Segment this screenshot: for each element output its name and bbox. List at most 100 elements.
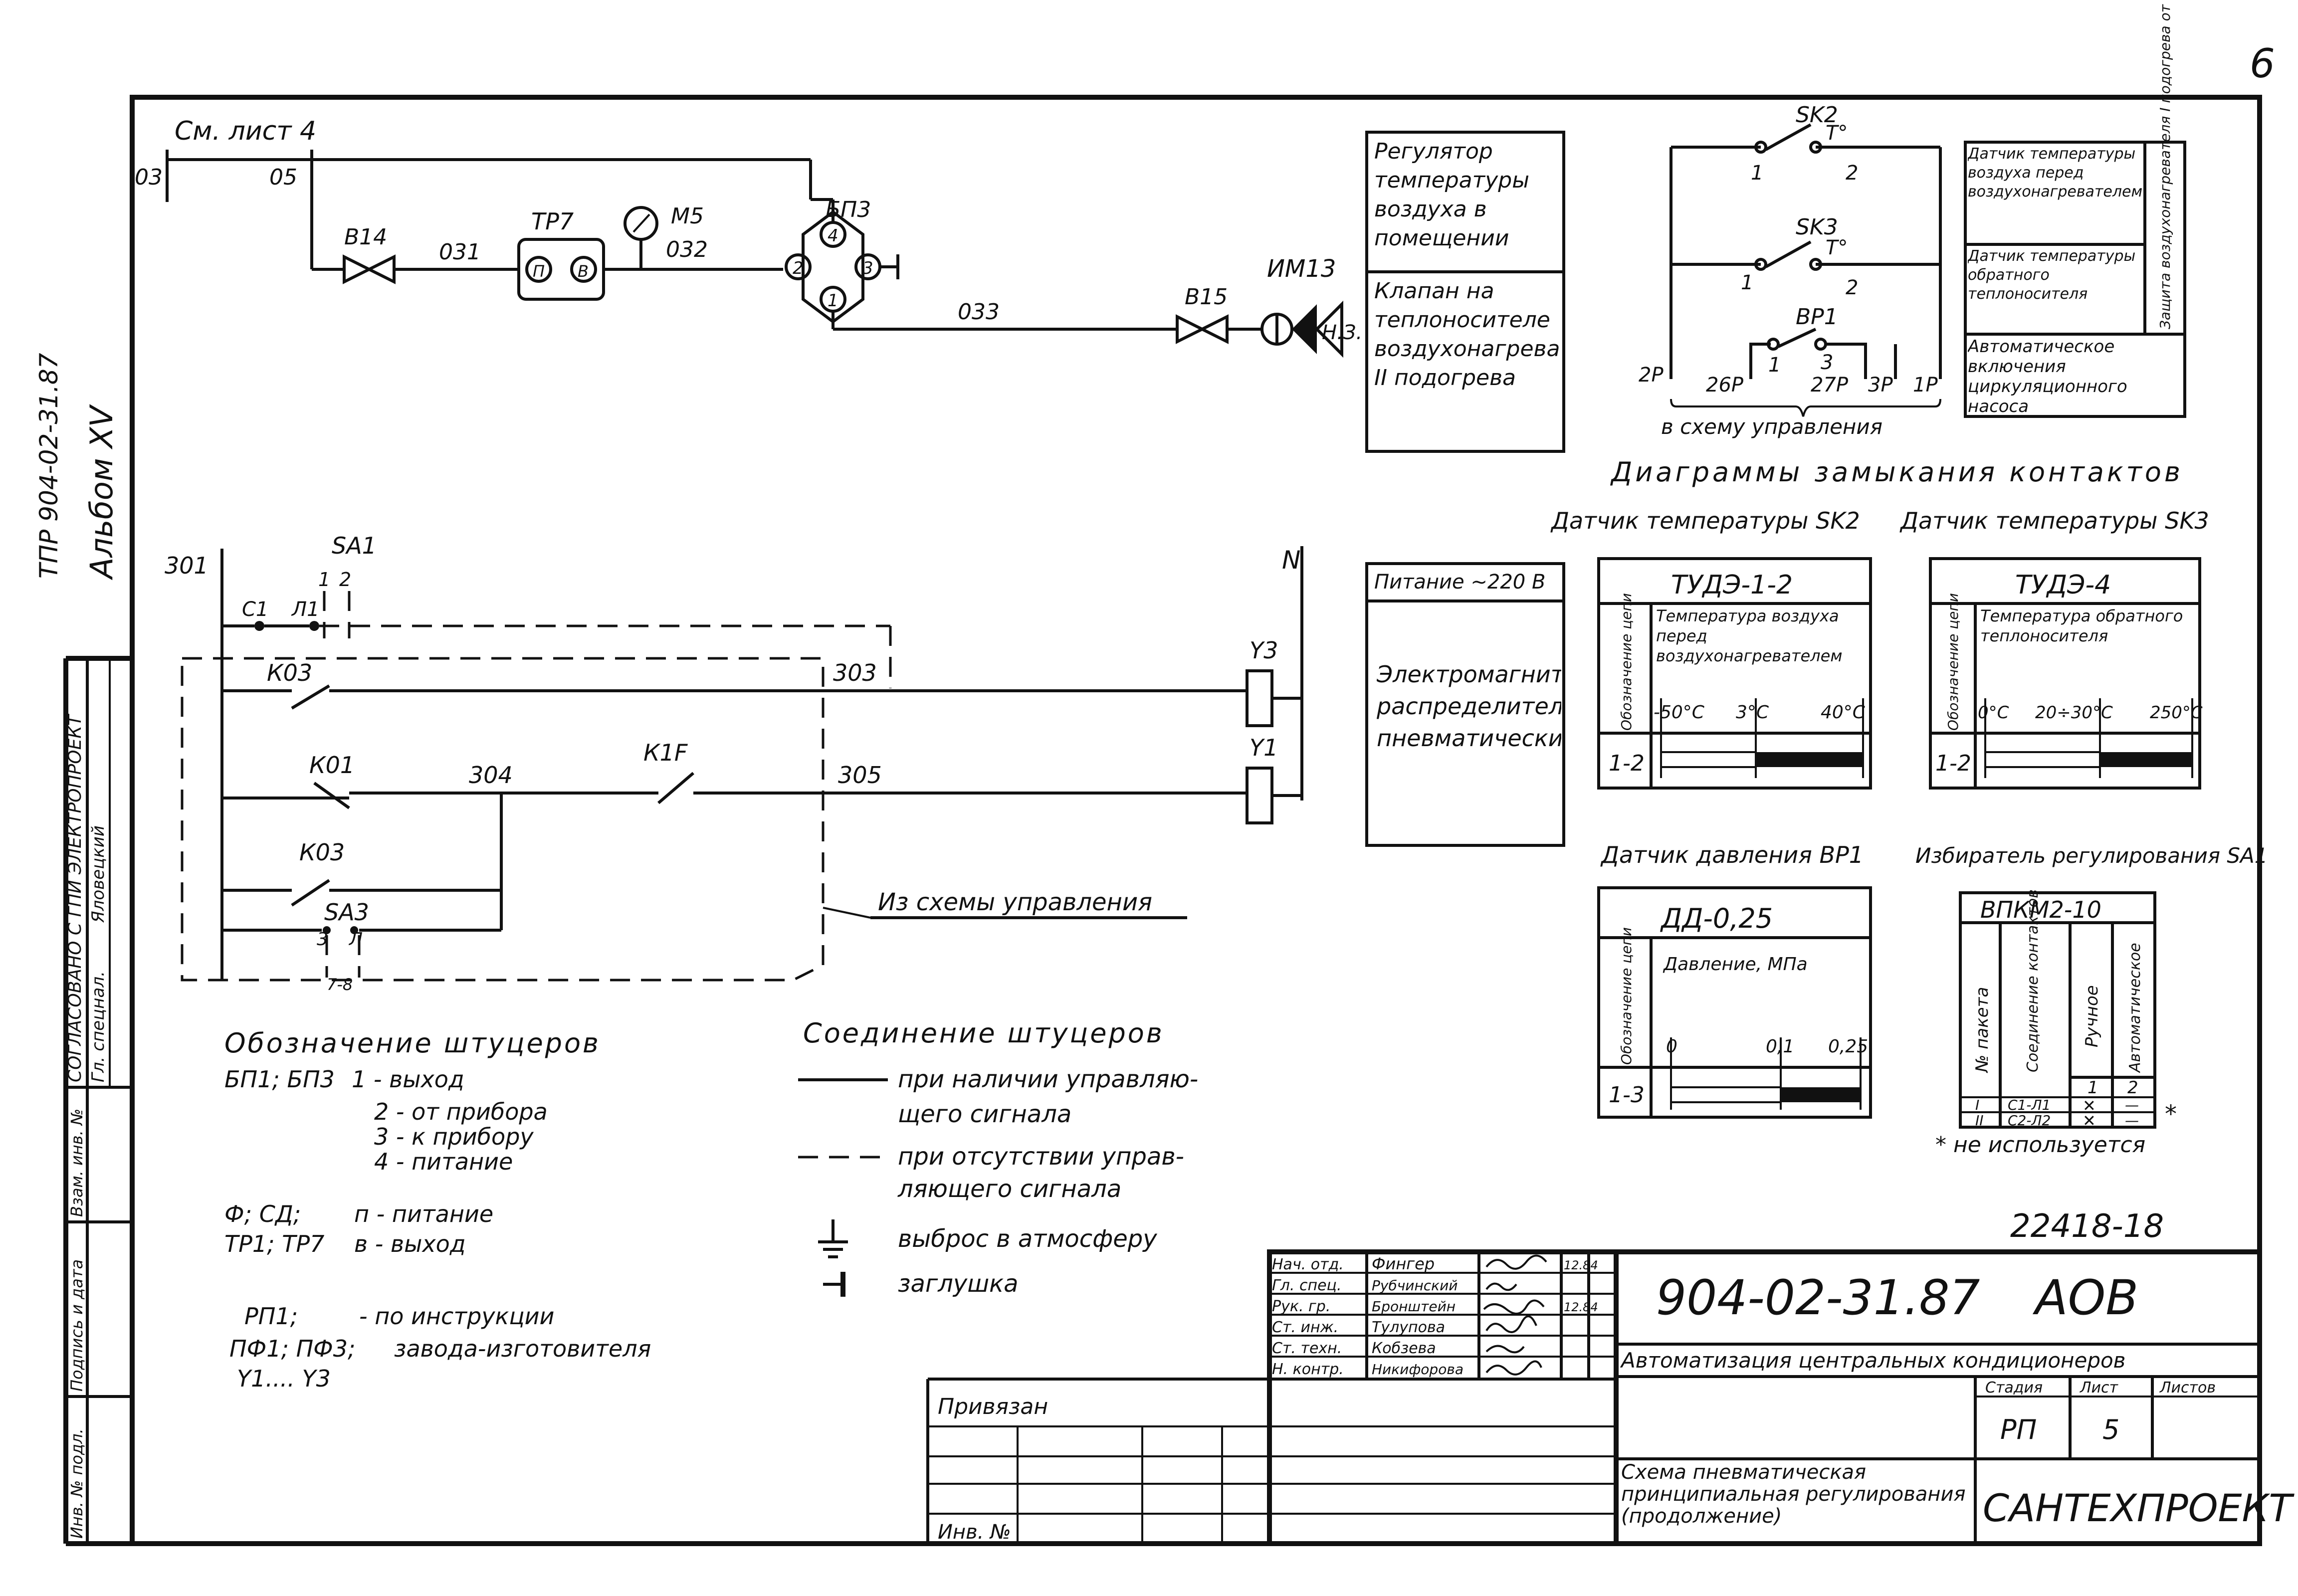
node-303: 303 [833,659,877,686]
node-305: 305 [838,762,882,789]
k1f-label: К1F [643,739,688,766]
t4-h1: 1 [2088,1078,2098,1098]
t4-r2-3: — [2125,1112,2139,1129]
role-5: Н. контр. [1272,1361,1344,1378]
wire-1p: 1Р [1913,374,1938,397]
f-p: п - питание [354,1200,493,1227]
bp3-port-3: 3 [862,258,873,278]
agreed-name: Яловецкий [88,825,108,923]
power-body: Электромагниты распределителей пневматич… [1377,661,1561,752]
coil-y1 [1246,767,1273,824]
conn-solid1: при наличии управляю- [898,1065,1198,1093]
legend: Обозначение штуцеров БП1; БП3 1 - выход … [224,1017,1198,1392]
f-label: Ф; СД; [224,1200,301,1227]
t2-desc: Температура обратного теплоносителя [1980,606,2183,645]
not-used-note: * не используется [1935,1132,2145,1158]
t4-c1: № пакета [1972,987,1992,1073]
stage-header: Стадия [1985,1379,2043,1396]
see-sheet-label: См. лист 4 [175,116,316,146]
tr-label: ТР1; ТР7 [224,1230,324,1257]
sk3-label: SK3 [1796,214,1838,240]
bp-1: 1 - выход [352,1066,464,1093]
pf-label: ПФ1; ПФ3; [229,1335,356,1362]
bp3-port-4: 4 [828,226,838,246]
tr7-p: П [533,262,545,281]
sk2-2: 2 [1846,162,1858,185]
valve-b14-label: В14 [344,224,387,250]
bp1-3: 3 [1821,351,1833,374]
t2-row: 1-2 [1935,751,1971,776]
diagrams-title: Диаграммы замыкания контактов [1610,456,2183,488]
drawing-title: Схема пневматическая принципиальная регу… [1621,1461,1966,1528]
coil-y1-label: Y1 [1250,734,1278,761]
name-1: Рубчинский [1372,1277,1458,1294]
conn-dash1: при отсутствии управ- [898,1143,1184,1171]
role-0: Нач. отд. [1272,1256,1344,1273]
sa3-label: SA3 [324,899,369,926]
pneumatic-circuit: См. лист 4 03 05 В14 031 П В ТР7 М5 032 … [135,116,1362,358]
f-v: в - выход [354,1230,466,1257]
sa3-l: Л [348,929,363,950]
rp-label: РП1; [244,1303,298,1330]
box-c-text: Защита воздухонагревателя I подогрева от… [2157,0,2173,329]
sk3-2: 2 [1846,276,1858,299]
role-3: Ст. инж. [1272,1319,1338,1336]
k03a-label: К03 [267,659,312,686]
agreed-text: СОГЛАСОВАНО С ГПИ ЭЛЕКТРОПРОЕКТ [65,713,85,1082]
sk2-1: 1 [1751,162,1763,185]
t4-c2: Соединение контактов [2024,889,2042,1072]
coil-y3-label: Y3 [1250,637,1278,664]
bp-label: БП1; БП3 [224,1066,335,1093]
node-301: 301 [165,552,209,579]
sheets-header: Листов [2159,1379,2216,1396]
sk3-1: 1 [1741,271,1753,294]
node-05: 05 [269,165,297,190]
t4-r2-2: ✕ [2083,1111,2096,1130]
sk3-caption: Датчик температуры SK3 [1899,507,2209,534]
t4-c3: Ручное [2082,985,2102,1047]
vent-text: выброс в атмосферу [898,1225,1157,1253]
t4-r1-3: — [2125,1097,2139,1113]
node-304: 304 [469,762,513,789]
bp1-caption: Датчик давления ВР1 [1600,841,1864,868]
regulator-text: Регулятор температуры воздуха в помещени… [1374,139,1529,251]
tr7-label: ТР7 [531,208,574,235]
name-5: Никифорова [1372,1361,1463,1378]
sheet-value: 5 [2102,1414,2119,1445]
t1-s2: 3°С [1736,702,1769,723]
tr7-v: В [578,262,589,281]
role-4: Ст. техн. [1272,1340,1342,1357]
table-dd-025: ДД-0,25 Обозначение цепи Давление, МПа 0… [1597,886,1872,1119]
t1-desc: Температура воздуха перед воздухонагрева… [1656,606,1843,665]
bp3-port-1: 1 [828,291,838,311]
t3-col: Обозначение цепи [1618,927,1635,1065]
doc-mark: АОВ [2032,1270,2138,1326]
box-d-text: Автоматическое включения циркуляционного… [1968,337,2127,416]
title-block: Привязан Инв. № Нач. отд. Фингер 12.84 Г… [926,1249,2295,1546]
electrical-circuit: 301 SA1 1 2 С1 Л1 К03 303 N Y3 К01 [165,532,1303,994]
sensor-contacts: SK2 T° 1 2 SK3 T° 1 2 ВР1 1 3 2Р 26Р 27Р… [1639,0,2186,439]
stage-value: РП [2000,1414,2037,1445]
inv-no: Инв. № [938,1521,1011,1544]
sa1-label: SA1 [332,532,377,559]
conn-title: Соединение штуцеров [803,1017,1164,1049]
name-0: Фингер [1372,1254,1435,1273]
privyazan: Привязан [938,1394,1048,1419]
side-code: ТПР 904-02-31.87 [34,353,63,579]
node-033: 033 [958,299,1000,325]
project-title: Автоматизация центральных кондиционеров [1620,1348,2125,1373]
bp-3: 3 - к прибору [374,1123,534,1150]
table-vpkm: ВПКМ2-10 № пакета Соединение контактов Р… [1959,889,2177,1130]
date-2: 12.84 [1564,1300,1598,1314]
conn-dash2: ляющего сигнала [897,1175,1121,1203]
box-a-text: Датчик температуры воздуха перед воздухо… [1968,145,2142,200]
signatures [1483,1254,1547,1376]
bp-4: 4 - питание [374,1148,513,1175]
t3-row: 1-3 [1609,1082,1645,1108]
neutral-label: N [1282,546,1300,575]
actuator-im13-label: ИМ13 [1267,255,1336,283]
t2-s3: 250°С [2150,703,2203,723]
margin-inv-orig: Инв. № подл. [67,1428,86,1539]
corner-sheet-number: 6 [2250,40,2275,87]
